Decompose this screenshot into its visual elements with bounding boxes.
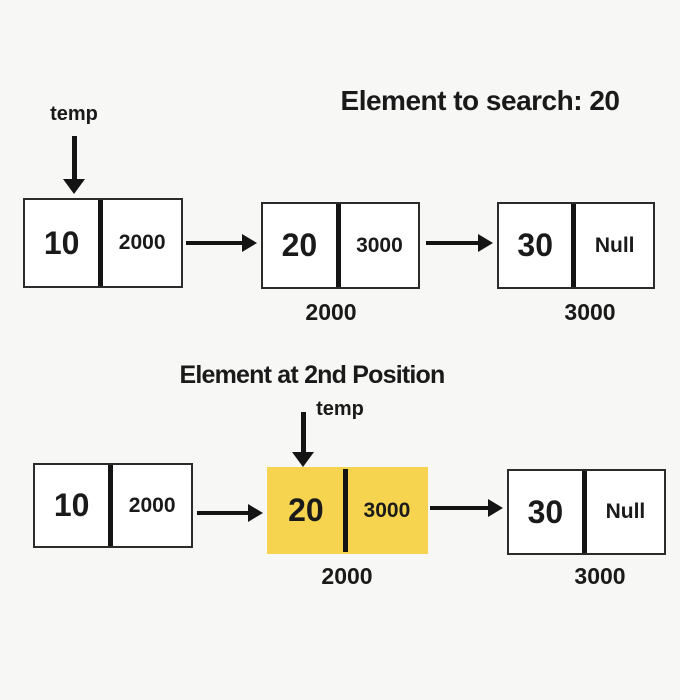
address-label: 2000 — [321, 563, 373, 589]
address-label: 2000 — [305, 299, 357, 325]
node-value: 20 — [288, 492, 324, 528]
position-title: Element at 2nd Position — [179, 361, 446, 389]
arrow-shaft — [430, 506, 490, 510]
address-label: 3000 — [564, 299, 616, 325]
list-node-top-2: 20 3000 — [261, 202, 420, 289]
node-value: 30 — [527, 493, 564, 530]
node-value: 30 — [517, 227, 553, 263]
node-value: 10 — [53, 487, 90, 523]
node-value: 10 — [43, 224, 80, 261]
node-pointer: 2000 — [98, 200, 181, 286]
arrow-shaft — [72, 136, 77, 181]
temp-label-top: temp — [50, 103, 98, 125]
arrow-head — [248, 504, 263, 522]
node-pointer: 3000 — [335, 204, 418, 287]
address-label: 3000 — [574, 563, 626, 589]
list-node-bottom-1: 10 2000 — [33, 463, 193, 548]
search-title: Element to search: 20 — [340, 85, 620, 116]
node-pointer: 2000 — [108, 465, 191, 546]
node-pointer: 3000 — [342, 469, 426, 552]
arrow-shaft — [197, 511, 250, 515]
node-value: 20 — [281, 227, 318, 263]
arrow-head — [292, 452, 314, 467]
list-node-bottom-3: 30 Null — [507, 469, 666, 555]
list-node-top-3: 30 Null — [497, 202, 655, 289]
arrow-head — [488, 499, 503, 517]
node-pointer: Null — [571, 204, 653, 287]
arrow-head — [478, 234, 493, 252]
arrow-shaft — [186, 241, 244, 245]
arrow-shaft — [301, 412, 306, 454]
node-pointer: Null — [581, 471, 664, 553]
list-node-bottom-2-highlighted: 20 3000 — [267, 467, 428, 554]
list-node-top-1: 10 2000 — [23, 198, 183, 288]
arrow-head — [63, 179, 85, 194]
temp-label-bottom: temp — [316, 398, 364, 420]
arrow-head — [242, 234, 257, 252]
arrow-shaft — [426, 241, 480, 245]
